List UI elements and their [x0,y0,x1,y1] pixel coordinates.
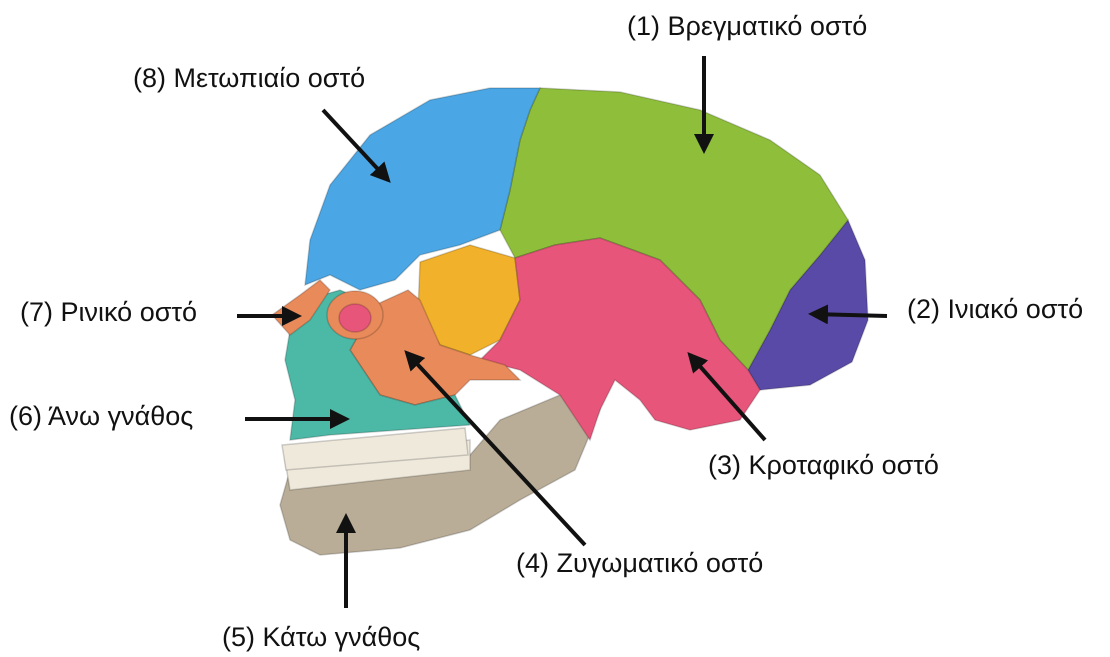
eye-orbit-inner [339,304,371,332]
label-zygomatic: (4) Ζυγωματικό οστό [516,547,763,579]
label-frontal: (8) Μετωπιαίο οστό [133,62,365,94]
label-parietal: (1) Βρεγματικό οστό [627,10,867,42]
arrow-occipital [812,314,887,316]
label-maxilla: (6) Άνω γνάθος [9,400,193,432]
label-nasal: (7) Ρινικό οστό [20,296,197,328]
label-occipital: (2) Ινιακό οστό [907,293,1083,325]
label-mandible: (5) Κάτω γνάθος [222,621,420,653]
label-temporal: (3) Κροταφικό οστό [708,449,939,481]
